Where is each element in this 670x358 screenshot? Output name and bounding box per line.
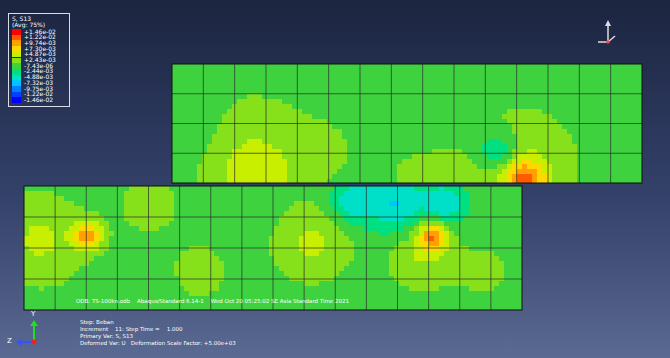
part-outline [172,64,642,183]
step-info: Step: Beban [80,320,114,326]
element-edge [24,217,522,218]
axis-triad [16,320,38,346]
mesh-part [172,64,642,183]
view-triad [598,20,615,44]
element-edge [24,279,522,280]
deformed-var: Deformed Var: U Deformation Scale Factor… [80,341,236,347]
axis-label: Z [7,338,12,345]
axis-label: Y [31,311,35,318]
legend-swatch [12,97,21,103]
element-edge [172,153,642,154]
element-edge [172,93,642,94]
legend-subtitle: (Avg: 75%) [12,22,45,28]
increment-info: Increment 11: Step Time = 1.000 [80,327,182,333]
mesh-part [24,186,522,310]
fe-mesh [24,64,642,310]
element-edge [24,248,522,249]
odb-info: ODB: TS-100kn.odb Abaqus/Standard 6.14-1… [76,299,349,305]
legend-value: -1.46e-02 [24,97,53,103]
primary-var: Primary Var: S, S13 [80,334,133,340]
part-outline [24,186,522,310]
element-edge [172,123,642,124]
